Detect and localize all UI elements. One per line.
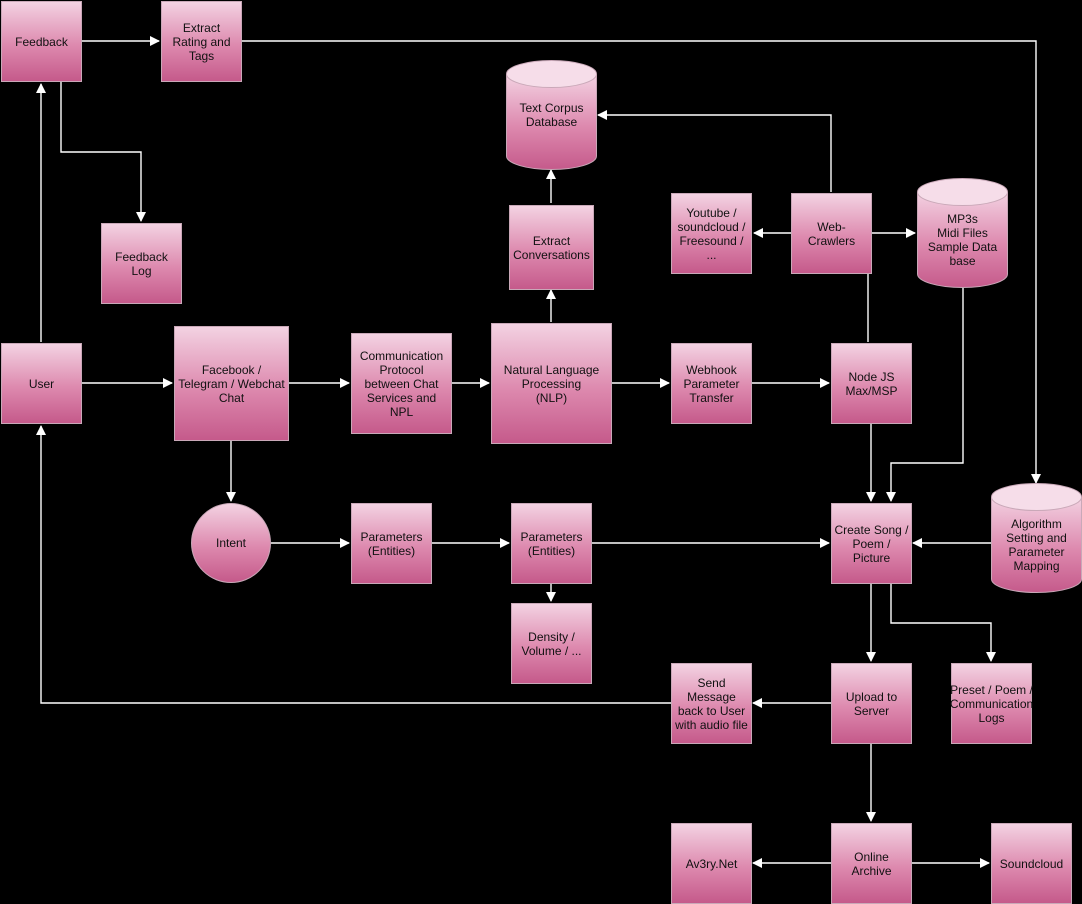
node-algorithm-label: Algorithm Setting and Parameter Mapping — [1006, 517, 1067, 573]
node-upload-server: Upload to Server — [831, 663, 912, 744]
edge-extract-algorithm — [242, 40, 1041, 484]
node-preset-logs: Preset / Poem / Communication Logs — [950, 663, 1033, 744]
node-text-corpus-label: Text Corpus Database — [519, 101, 584, 129]
node-soundcloud: Soundcloud — [991, 823, 1072, 904]
edge-feedback-log — [60, 82, 146, 222]
node-algorithm-database: Algorithm Setting and Parameter Mapping — [991, 483, 1082, 593]
node-density-volume: Density / Volume / ... — [511, 603, 592, 684]
node-nlp: Natural Language Processing (NLP) — [491, 323, 612, 444]
node-feedback-log: Feedback Log — [101, 223, 182, 304]
node-parameters-1: Parameters (Entities) — [351, 503, 432, 584]
node-nodejs-max: Node JS Max/MSP — [831, 343, 912, 424]
node-feedback: Feedback — [1, 1, 82, 82]
edge-create-preset — [890, 583, 996, 662]
node-send-message: Send Message back to User with audio fil… — [671, 663, 752, 744]
node-user: User — [1, 343, 82, 424]
node-communication-protocol: Communication Protocol between Chat Serv… — [351, 333, 452, 434]
node-web-crawlers: Web- Crawlers — [791, 193, 872, 274]
edge-mp3s-create — [886, 288, 964, 502]
node-youtube-sources: Youtube / soundcloud / Freesound / ... — [671, 193, 752, 274]
node-mp3s-database: MP3s Midi Files Sample Data base — [917, 178, 1008, 288]
node-extract-conversations: Extract Conversations — [509, 205, 594, 290]
database-cylinder-icon — [917, 178, 1008, 288]
node-create-song: Create Song / Poem / Picture — [831, 503, 912, 584]
node-facebook-telegram-webchat: Facebook / Telegram / Webchat Chat — [174, 326, 289, 441]
node-mp3s-label: MP3s Midi Files Sample Data base — [927, 212, 998, 268]
edge-send-user — [36, 425, 671, 704]
node-extract-rating-tags: Extract Rating and Tags — [161, 1, 242, 82]
node-intent: Intent — [191, 503, 271, 583]
node-text-corpus-database: Text Corpus Database — [506, 60, 597, 170]
node-online-archive: Online Archive — [831, 823, 912, 904]
node-parameters-2: Parameters (Entities) — [511, 503, 592, 584]
database-cylinder-icon — [506, 60, 597, 170]
edge-crawlers-corpus — [597, 110, 832, 192]
node-av3ry: Av3ry.Net — [671, 823, 752, 904]
database-cylinder-icon — [991, 483, 1082, 593]
node-webhook: Webhook Parameter Transfer — [671, 343, 752, 424]
